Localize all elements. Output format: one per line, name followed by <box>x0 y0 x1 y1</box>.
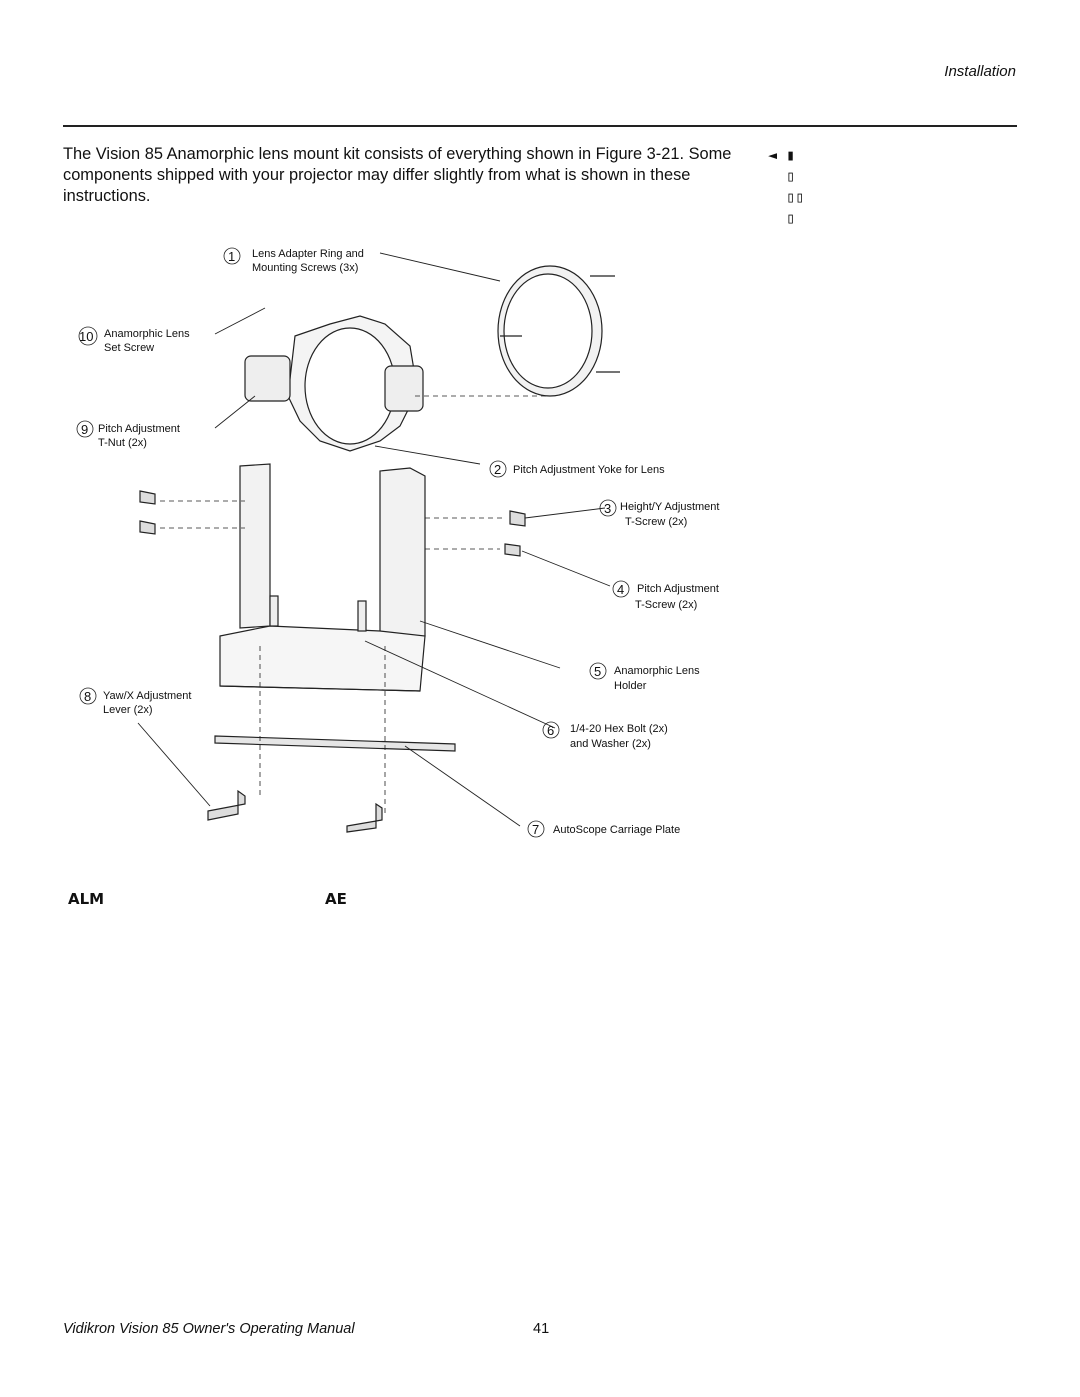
diagram-svg: 1 Lens Adapter Ring and Mounting Screws … <box>76 247 719 838</box>
callout-8: 8 Yaw/X Adjustment Lever (2x) <box>79 687 191 716</box>
callout-2: 2 Pitch Adjustment Yoke for Lens <box>489 460 665 478</box>
callout-number: 3 <box>604 501 611 516</box>
callout-4: 4 Pitch Adjustment T-Screw (2x) <box>612 580 719 611</box>
footer-manual-title: Vidikron Vision 85 Owner's Operating Man… <box>63 1321 355 1337</box>
glyph-line: ▯▯ <box>768 188 805 206</box>
callout-label: Pitch Adjustment Yoke for Lens <box>513 464 665 476</box>
callout-label: Mounting Screws (3x) <box>252 262 358 274</box>
figure-caption-left: ALM <box>68 890 105 908</box>
intro-paragraph: The Vision 85 Anamorphic lens mount kit … <box>63 145 732 205</box>
carriage-plate <box>214 735 456 752</box>
callout-10: 10 Anamorphic Lens Set Screw <box>78 326 190 354</box>
footer-page-number: 41 <box>533 1321 550 1337</box>
callout-label: T-Nut (2x) <box>98 437 147 449</box>
callout-label: Anamorphic Lens <box>104 328 190 340</box>
pitch-adjustment-yoke <box>244 315 424 452</box>
callout-label: Lens Adapter Ring and <box>252 248 364 260</box>
callout-label: 1/4-20 Hex Bolt (2x) <box>570 723 668 735</box>
callout-label: Yaw/X Adjustment <box>103 690 191 702</box>
callout-9: 9 Pitch Adjustment T-Nut (2x) <box>76 420 180 449</box>
glyph-line: ◄ ▮ <box>768 146 796 164</box>
lens-adapter-ring <box>497 265 603 397</box>
callout-number: 9 <box>81 422 88 437</box>
yaw-levers <box>207 789 383 833</box>
callout-label: Height/Y Adjustment <box>620 501 719 513</box>
callout-1: 1 Lens Adapter Ring and Mounting Screws … <box>223 247 364 274</box>
hex-bolts <box>269 595 367 632</box>
callout-3: 3 Height/Y Adjustment T-Screw (2x) <box>599 499 719 528</box>
callout-label: T-Screw (2x) <box>635 599 697 611</box>
callout-number: 2 <box>494 462 501 477</box>
glyph-line: ▯ <box>768 209 796 227</box>
callout-number: 4 <box>617 582 624 597</box>
callout-6: 6 1/4-20 Hex Bolt (2x) and Washer (2x) <box>542 721 668 750</box>
lens-mount-exploded-diagram: 1 Lens Adapter Ring and Mounting Screws … <box>60 236 820 856</box>
callout-label: Pitch Adjustment <box>98 423 180 435</box>
callout-leaders <box>137 252 611 827</box>
callout-number: 8 <box>84 689 91 704</box>
callout-7: 7 AutoScope Carriage Plate <box>527 820 680 838</box>
callout-label: AutoScope Carriage Plate <box>553 824 680 836</box>
right-t-screws <box>504 510 526 557</box>
margin-note-glyphs: ◄ ▮ ▯ ▯▯ ▯ <box>768 145 804 229</box>
callout-label: Holder <box>614 680 647 692</box>
callout-number: 7 <box>532 822 539 837</box>
callout-number: 6 <box>547 723 554 738</box>
figure-caption-right: AE <box>325 890 347 908</box>
glyph-line: ▯ <box>768 167 796 185</box>
anamorphic-lens-holder <box>219 463 426 692</box>
assembly-guide-lines <box>160 395 550 816</box>
callout-number: 10 <box>79 329 93 344</box>
callout-number: 5 <box>594 664 601 679</box>
callout-label: and Washer (2x) <box>570 738 651 750</box>
callout-label: T-Screw (2x) <box>625 516 687 528</box>
callout-5: 5 Anamorphic Lens Holder <box>589 662 700 692</box>
ring-screws <box>500 275 620 373</box>
callout-label: Anamorphic Lens <box>614 665 700 677</box>
callout-label: Set Screw <box>104 342 154 354</box>
callout-number: 1 <box>228 249 235 264</box>
left-t-screws <box>139 490 156 535</box>
running-header: Installation <box>944 63 1016 80</box>
header-rule <box>63 125 1017 127</box>
callout-label: Pitch Adjustment <box>637 583 719 595</box>
callout-label: Lever (2x) <box>103 704 153 716</box>
